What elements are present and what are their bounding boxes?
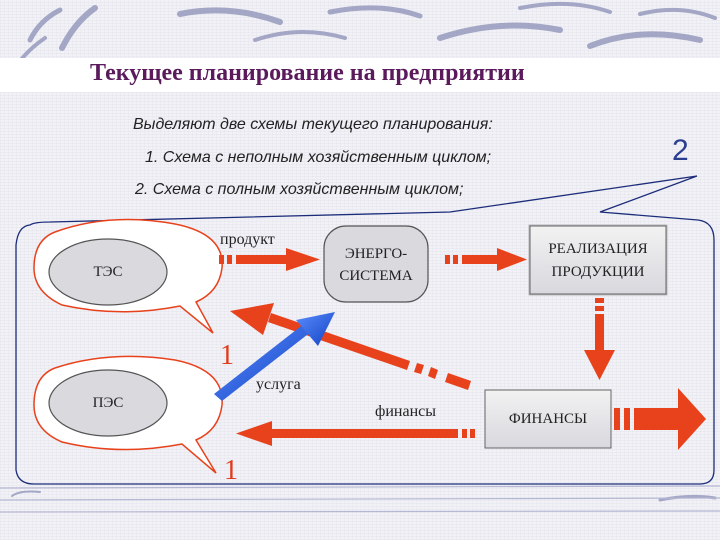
tes-label: ТЭС (93, 264, 123, 280)
callout-outline (15, 175, 715, 485)
finance-node (484, 389, 612, 449)
sales-to-finance-arrow (584, 298, 615, 380)
scheme-2-text: 2. Схема с полным хозяйственным циклом; (135, 181, 464, 198)
finance-out-arrow (614, 388, 706, 450)
slide-number: 2 (672, 134, 689, 167)
loop-marker-2: 1 (224, 455, 238, 486)
tes-node (48, 238, 168, 306)
service-arrow (214, 312, 335, 401)
energy-to-sales-arrow (445, 248, 527, 271)
realization-node (529, 225, 667, 295)
finance-label: ФИНАНСЫ (508, 411, 588, 427)
finance-to-pes-arrow (236, 421, 475, 446)
energy-system-label-2: СИСТЕМА (339, 268, 413, 284)
pes-node (48, 369, 168, 437)
realization-label-2: ПРОДУКЦИИ (551, 264, 645, 280)
product-label: продукт (220, 231, 275, 248)
service-label: услуга (256, 376, 301, 393)
slide-title: Текущее планирование на предприятии (90, 60, 525, 86)
intro-text: Выделяют две схемы текущего планирования… (133, 116, 493, 133)
product-arrow (219, 248, 320, 271)
scheme-1-text: 1. Схема с неполным хозяйственным циклом… (145, 149, 492, 166)
title-band (0, 58, 720, 92)
energy-system-label-1: ЭНЕРГО- (344, 246, 408, 262)
finances-label: финансы (375, 403, 437, 420)
energy-system-node (323, 225, 429, 303)
realization-label-1: РЕАЛИЗАЦИЯ (548, 241, 648, 257)
pes-label: ПЭС (92, 395, 124, 411)
loop-marker-1: 1 (220, 340, 234, 371)
